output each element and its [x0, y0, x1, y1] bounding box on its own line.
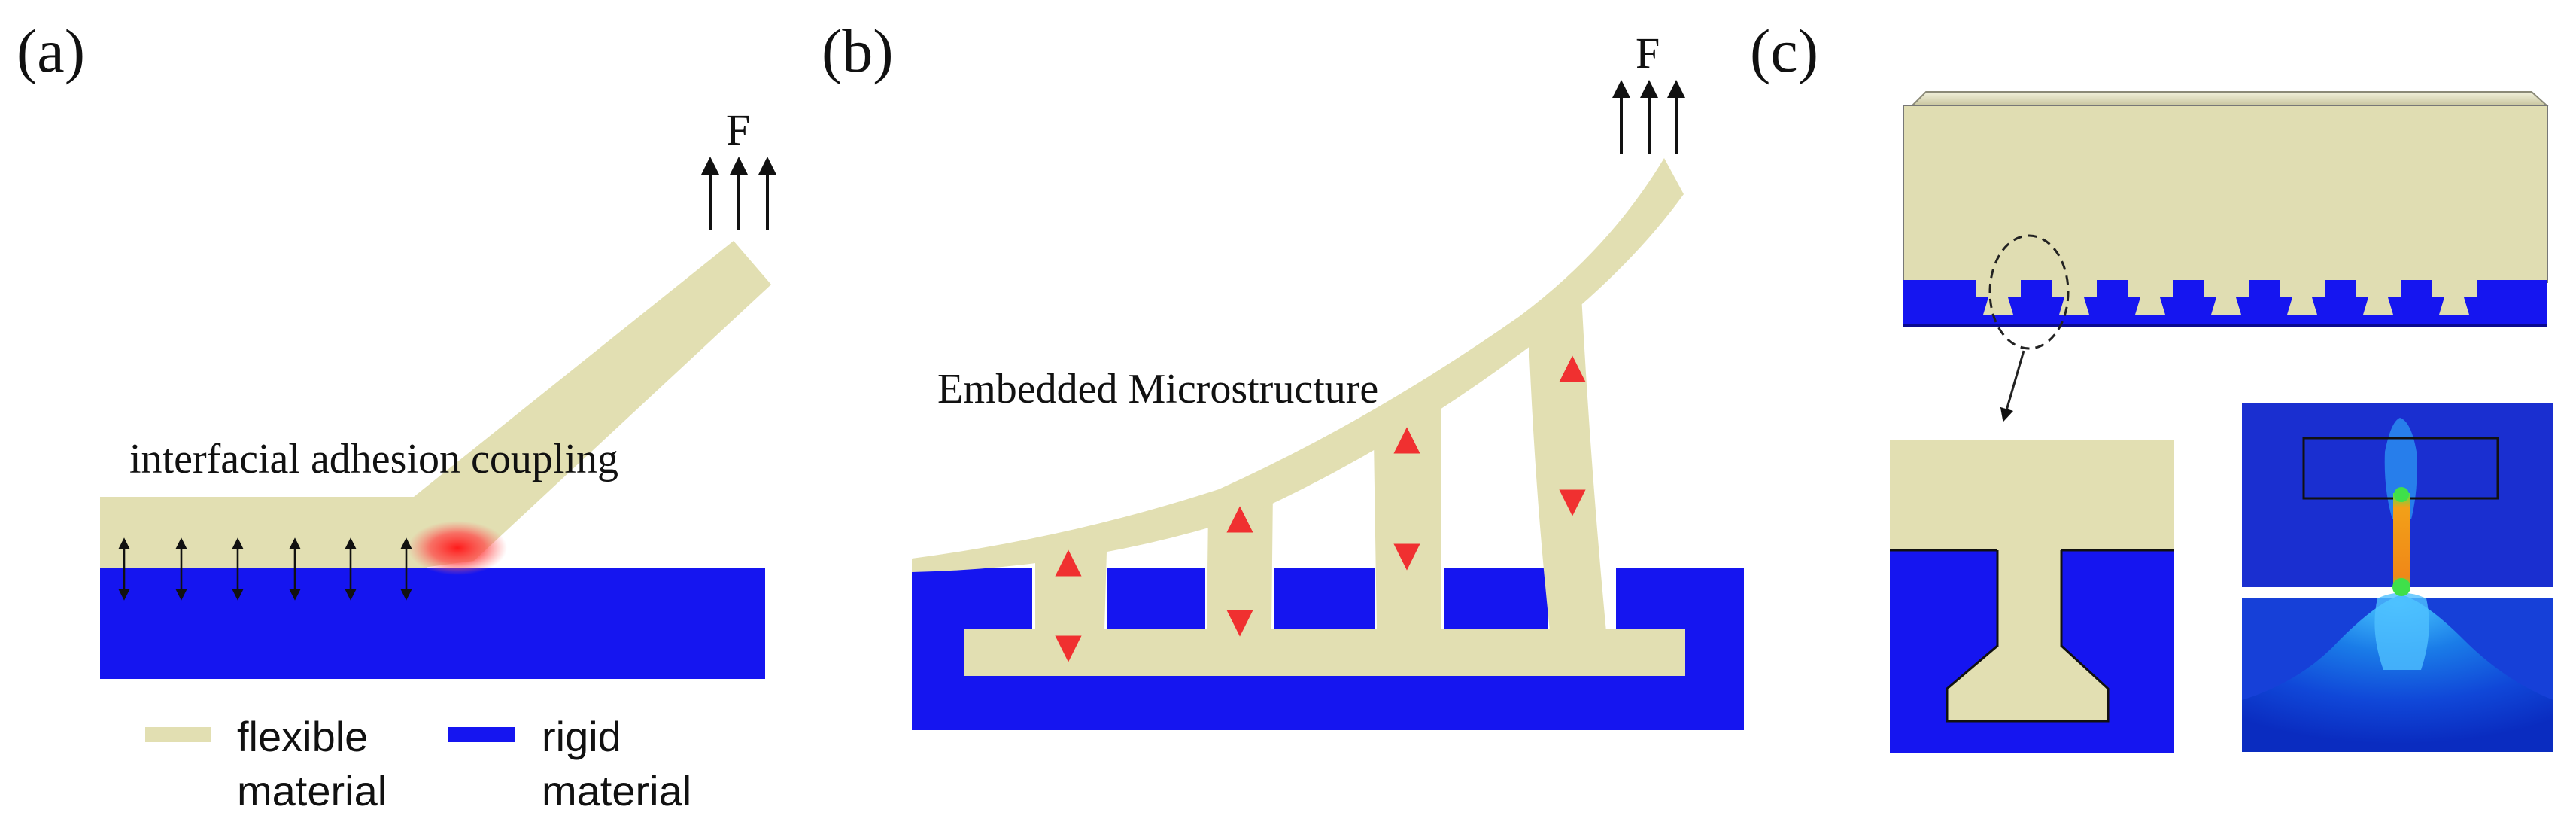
- panel-c-specimen-top-face: [1910, 91, 2549, 106]
- panel-c-highlight-ellipse: [1988, 234, 2070, 350]
- panel-c-specimen-base-edge: [1903, 324, 2547, 327]
- panel-c-3d-specimen: [1903, 91, 2549, 422]
- panel-b-embedded-base: [964, 629, 1685, 676]
- panel-a-peeled-strip: [414, 241, 771, 568]
- panel-c-fem-lower-core: [2374, 592, 2429, 670]
- panel-a-flexible-layer: [100, 497, 427, 568]
- panel-a-label: (a): [17, 17, 85, 85]
- legend-flexible-swatch: [145, 727, 211, 742]
- legend-rigid-label-line1: rigid: [542, 713, 621, 760]
- panel-c-specimen-microstructures: [1976, 280, 2477, 315]
- panel-c-fem-hotspot-bottom: [2392, 578, 2410, 596]
- panel-b-force-label: F: [1636, 29, 1660, 78]
- panel-b-stress-arrows: [1055, 355, 1586, 662]
- legend-flexible-label-line1: flexible: [237, 713, 368, 760]
- legend-rigid-label-line2: material: [542, 767, 691, 814]
- panel-c: (c): [1750, 17, 2553, 753]
- legend-rigid-swatch: [448, 727, 515, 742]
- panel-c-label: (c): [1750, 17, 1818, 85]
- panel-b-caption: Embedded Microstructure: [937, 366, 1378, 412]
- panel-c-zoom-t-anchor: [1946, 550, 2110, 723]
- panel-a-force-arrows: [701, 157, 776, 230]
- panel-b-label: (b): [822, 17, 894, 85]
- panel-c-zoom-cross-section: [1890, 440, 2174, 753]
- panel-a-peel-front-stress: [408, 521, 507, 575]
- panel-c-fem-hotspot-top: [2394, 487, 2409, 502]
- legend: flexible material rigid material: [145, 713, 691, 814]
- panel-c-callout-arrow: [2000, 350, 2025, 422]
- panel-a-caption: interfacial adhesion coupling: [129, 436, 618, 482]
- panel-a-rigid-substrate: [100, 568, 765, 679]
- panel-c-fem-lower-plume: [2242, 595, 2553, 752]
- legend-flexible-label-line2: material: [237, 767, 387, 814]
- panel-c-specimen-flexible-body: [1903, 105, 2548, 283]
- panel-b-rigid-frame: [912, 568, 1744, 730]
- panel-b-peeled-film: [912, 158, 1684, 572]
- panel-c-fem-result: [2242, 403, 2553, 752]
- panel-a-adhesion-arrows: [118, 537, 412, 601]
- panel-c-zoom-flexible-top: [1890, 440, 2174, 550]
- panel-c-fem-stem: [2393, 493, 2410, 591]
- panel-b: (b) F Embedded Microstruct: [822, 17, 1744, 730]
- panel-b-force-arrows: [1612, 80, 1685, 154]
- panel-a: (a) F interfacial adhesion coupling: [17, 17, 776, 814]
- panel-c-zoom-neck-fill: [1999, 548, 2060, 552]
- panel-a-force-label: F: [726, 105, 750, 154]
